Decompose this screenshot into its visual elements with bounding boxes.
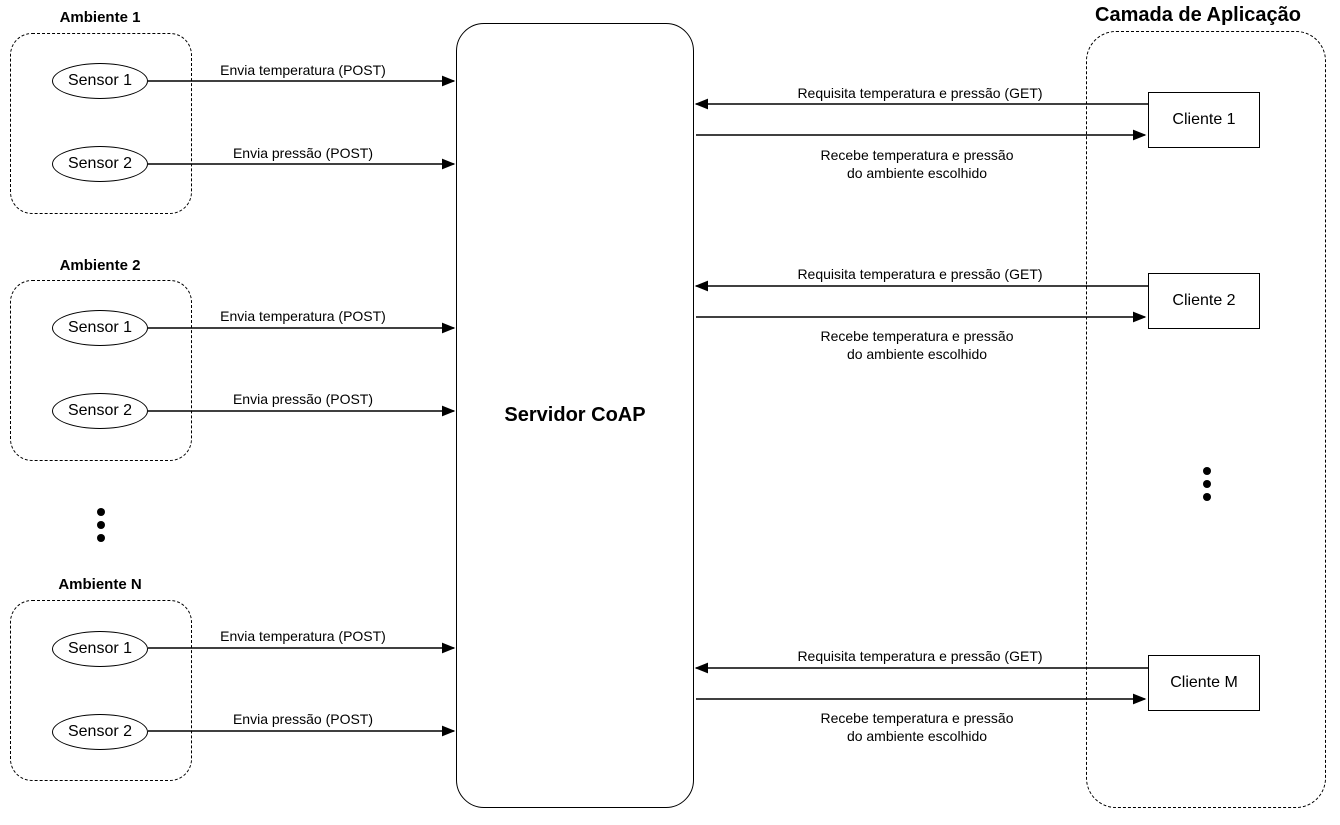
response-line-2: do ambiente escolhido bbox=[846, 346, 988, 362]
edge-label-response: Recebe temperatura e pressão do ambiente… bbox=[757, 146, 1077, 182]
envN-sensor-2[interactable]: Sensor 2 bbox=[52, 714, 148, 750]
ellipsis-dot bbox=[1203, 467, 1211, 475]
environment-2-title: Ambiente 2 bbox=[59, 257, 141, 274]
response-line-2: do ambiente escolhido bbox=[846, 728, 988, 744]
client-2[interactable]: Cliente 2 bbox=[1148, 273, 1260, 329]
coap-server[interactable]: Servidor CoAP bbox=[456, 23, 694, 808]
edge-label-press: Envia pressão (POST) bbox=[232, 391, 374, 407]
ellipsis-dot bbox=[1203, 493, 1211, 501]
env2-sensor-1[interactable]: Sensor 1 bbox=[52, 310, 148, 346]
edge-label-response: Recebe temperatura e pressão do ambiente… bbox=[757, 327, 1077, 363]
ellipsis-dot bbox=[1203, 480, 1211, 488]
envN-sensor-1[interactable]: Sensor 1 bbox=[52, 631, 148, 667]
ellipsis-dot bbox=[97, 534, 105, 542]
response-line-1: Recebe temperatura e pressão bbox=[820, 147, 1014, 163]
application-layer-box bbox=[1086, 31, 1326, 808]
response-line-1: Recebe temperatura e pressão bbox=[820, 328, 1014, 344]
edge-label-press: Envia pressão (POST) bbox=[232, 711, 374, 727]
application-layer-title: Camada de Aplicação bbox=[1095, 4, 1302, 26]
environment-n-box bbox=[10, 600, 192, 781]
edge-label-temp: Envia temperatura (POST) bbox=[220, 628, 386, 644]
response-line-1: Recebe temperatura e pressão bbox=[820, 710, 1014, 726]
env1-sensor-2[interactable]: Sensor 2 bbox=[52, 146, 148, 182]
env1-sensor-1[interactable]: Sensor 1 bbox=[52, 63, 148, 99]
environment-1-box bbox=[10, 33, 192, 214]
edge-label-press: Envia pressão (POST) bbox=[232, 145, 374, 161]
environment-1-title: Ambiente 1 bbox=[59, 9, 141, 26]
environment-2-box bbox=[10, 280, 192, 461]
edge-label-response: Recebe temperatura e pressão do ambiente… bbox=[757, 709, 1077, 745]
edge-label-temp: Envia temperatura (POST) bbox=[220, 62, 386, 78]
env2-sensor-2[interactable]: Sensor 2 bbox=[52, 393, 148, 429]
client-1[interactable]: Cliente 1 bbox=[1148, 92, 1260, 148]
client-m[interactable]: Cliente M bbox=[1148, 655, 1260, 711]
response-line-2: do ambiente escolhido bbox=[846, 165, 988, 181]
ellipsis-dot bbox=[97, 521, 105, 529]
environment-n-title: Ambiente N bbox=[58, 576, 142, 593]
edge-label-get: Requisita temperatura e pressão (GET) bbox=[797, 648, 1043, 664]
server-label: Servidor CoAP bbox=[504, 404, 646, 426]
ellipsis-dot bbox=[97, 508, 105, 516]
edge-label-get: Requisita temperatura e pressão (GET) bbox=[797, 266, 1043, 282]
edge-label-get: Requisita temperatura e pressão (GET) bbox=[797, 85, 1043, 101]
edge-label-temp: Envia temperatura (POST) bbox=[220, 308, 386, 324]
